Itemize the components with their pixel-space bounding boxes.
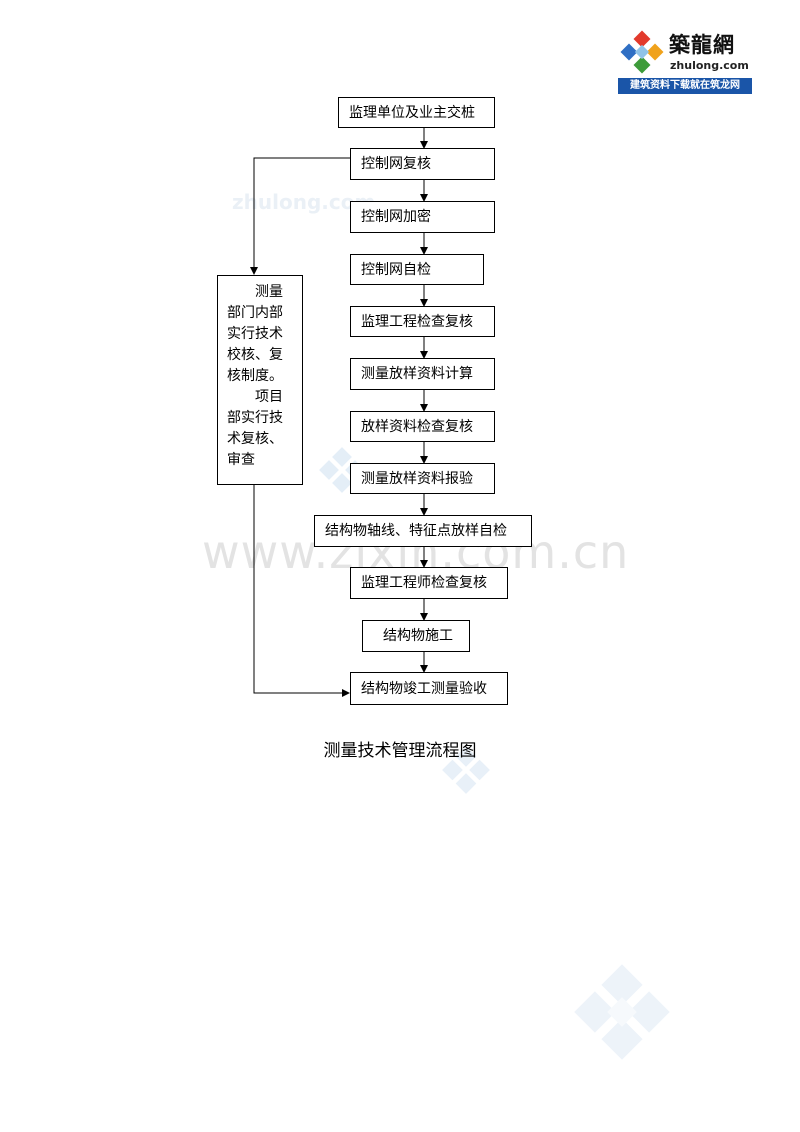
flow-step-7: 放样资料检查复核 [350, 411, 495, 442]
flow-step-3: 控制网加密 [350, 201, 495, 233]
side-note-line: 项目 [255, 389, 283, 405]
flow-step-4: 控制网自检 [350, 254, 484, 285]
side-note-line: 测量 [255, 284, 283, 300]
side-note-line: 部实行技 [227, 410, 283, 426]
diagram-caption: 测量技术管理流程图 [323, 741, 477, 761]
flow-step-5: 监理工程检查复核 [350, 306, 495, 337]
flow-step-10: 监理工程师检查复核 [350, 567, 508, 599]
branch-to-side-box [250, 157, 350, 275]
flow-step-11: 结构物施工 [362, 620, 470, 652]
side-note-line: 实行技术 [227, 326, 283, 342]
flow-step-9: 结构物轴线、特征点放样自检 [314, 515, 532, 547]
logo-banner: 建筑资料下载就在筑龙网 [618, 78, 752, 94]
flow-step-12: 结构物竣工测量验收 [350, 672, 508, 705]
zhulong-logo-icon [620, 30, 664, 74]
side-note-line: 核制度。 [227, 368, 283, 384]
flow-step-2: 控制网复核 [350, 148, 495, 180]
logo-domain: zhulong.com [670, 59, 749, 72]
side-note-box: 测量 部门内部 实行技术 校核、复 核制度。 项目 部实行技 术复核、 审查 [217, 275, 303, 485]
side-note-line: 审查 [227, 452, 255, 468]
flow-step-1: 监理单位及业主交桩 [338, 97, 495, 128]
flow-step-6: 测量放样资料计算 [350, 358, 495, 390]
flow-step-8: 测量放样资料报验 [350, 463, 495, 494]
watermark-flower-icon [442, 746, 490, 794]
logo-title: 築龍網 [669, 32, 735, 57]
watermark-flower-icon [574, 964, 670, 1060]
zhulong-logo: 築龍網 zhulong.com 建筑资料下载就在筑龙网 [617, 27, 753, 95]
side-note-line: 部门内部 [227, 305, 283, 321]
side-box-to-final [253, 485, 350, 697]
side-note-line: 术复核、 [227, 431, 283, 447]
side-note-line: 校核、复 [227, 347, 283, 363]
